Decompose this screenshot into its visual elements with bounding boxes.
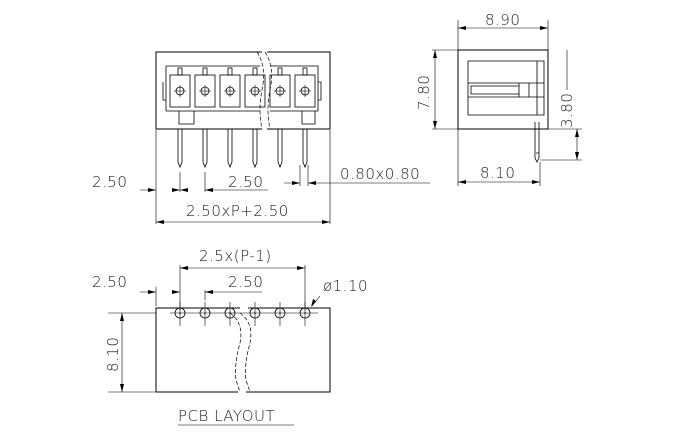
terminal-tab — [277, 67, 283, 76]
side-height-label: 7.80 — [415, 75, 433, 110]
hole-center — [304, 312, 306, 314]
hole-center — [204, 312, 206, 314]
screw-cross — [274, 85, 286, 97]
pin — [277, 129, 283, 169]
terminal-tab — [252, 67, 258, 76]
total-length-label: 2.50xP+2.50 — [186, 202, 289, 220]
screw-cross — [299, 85, 311, 97]
hole-center — [279, 312, 281, 314]
pin — [227, 129, 233, 169]
pcb-depth-label: 8.10 — [104, 337, 122, 372]
pcb-span-label: 2.5x(P-1) — [199, 247, 272, 265]
front-view: 2.50 2.50 0.80x0.80 2.50xP+2.50 — [92, 51, 430, 224]
pin — [202, 129, 208, 169]
terminal-tab — [302, 67, 308, 76]
pcb-left-pitch-label: 2.50 — [92, 273, 127, 291]
pin-size-label: 0.80x0.80 — [340, 165, 420, 183]
screw-cross — [199, 85, 211, 97]
pin — [177, 129, 183, 169]
hole-center — [254, 312, 256, 314]
pin — [252, 129, 258, 169]
pcb-layout-title: PCB LAYOUT — [178, 407, 275, 425]
side-view: 8.90 7.80 3.80 8.10 — [415, 11, 582, 186]
hole-center — [229, 312, 231, 314]
screw-cross — [249, 85, 261, 97]
screw-cross — [174, 85, 186, 97]
side-width-label: 8.90 — [485, 11, 520, 29]
pin-length-label: 3.80 — [558, 93, 576, 128]
terminal-tab — [177, 67, 183, 76]
front-left-pitch-label: 2.50 — [92, 173, 127, 191]
front-middle-pitch-label: 2.50 — [228, 173, 263, 191]
terminal-tab — [227, 67, 233, 76]
pin-offset-label: 8.10 — [480, 164, 515, 182]
terminal-tab — [202, 67, 208, 76]
screw-cross — [224, 85, 236, 97]
hole-diameter-label: ø1.10 — [323, 277, 368, 295]
pin — [302, 129, 308, 169]
hole-center — [179, 312, 181, 314]
pcb-layout: 2.5x(P-1) 2.50 2.50 ø1.10 8.10 PCB LAYOU… — [92, 247, 368, 426]
pcb-middle-pitch-label: 2.50 — [228, 273, 263, 291]
